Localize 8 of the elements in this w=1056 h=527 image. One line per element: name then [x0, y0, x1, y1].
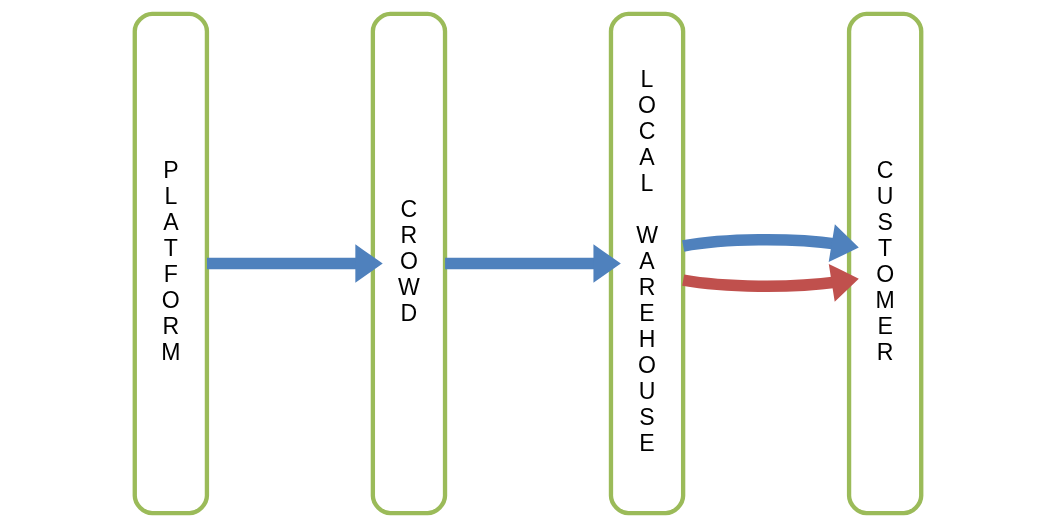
node-box: CUSTOMER — [846, 11, 924, 516]
arrow — [682, 263, 859, 302]
arrow — [207, 244, 383, 283]
arrow — [682, 224, 859, 263]
node-box: LOCAL WAREHOUSE — [608, 11, 686, 516]
node-box: PLATFORM — [132, 11, 210, 516]
arrow — [445, 244, 621, 283]
node-box: CROWD — [370, 11, 448, 516]
